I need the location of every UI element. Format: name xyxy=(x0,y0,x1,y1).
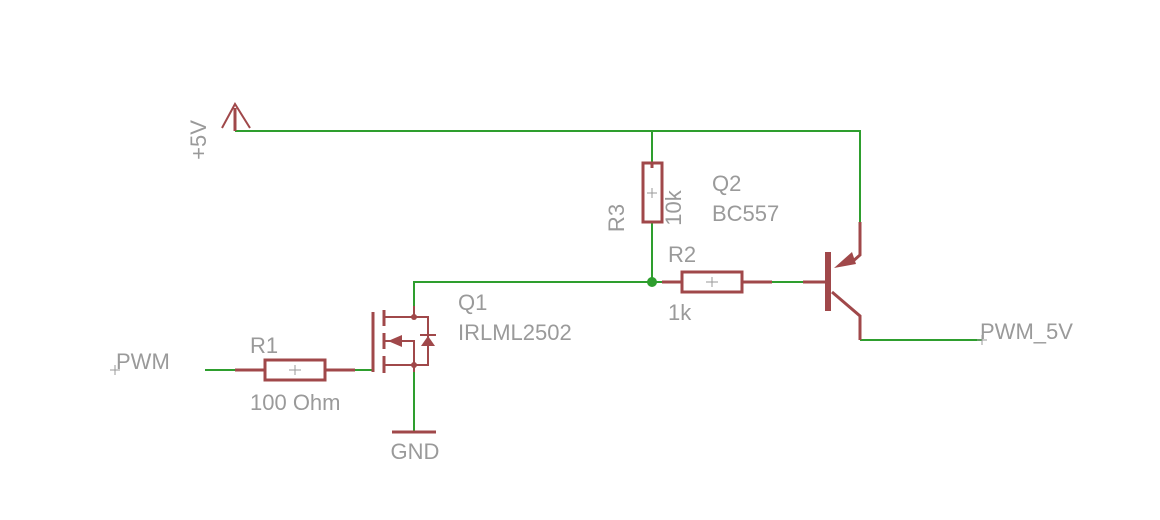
supply-label: +5V xyxy=(186,120,211,160)
wire-5v-rail xyxy=(235,130,861,222)
gnd-label: GND xyxy=(391,439,440,464)
wire-gate-node xyxy=(413,281,682,306)
wires xyxy=(205,130,982,432)
q2-value: BC557 xyxy=(712,201,779,226)
mosfet-q1: Q1 IRLML2502 xyxy=(371,290,572,373)
q1-value: IRLML2502 xyxy=(458,320,572,345)
r3-value: 10k xyxy=(661,189,686,225)
resistor-r1: R1 100 Ohm xyxy=(235,333,355,415)
transistor-q2: Q2 BC557 xyxy=(712,171,862,340)
supply-symbol: +5V xyxy=(186,102,251,160)
input-label-group: PWM xyxy=(110,349,170,375)
junction-dot xyxy=(647,277,657,287)
pwm-output-label: PWM_5V xyxy=(980,319,1073,344)
output-label-group: PWM_5V xyxy=(977,319,1073,345)
ground-symbol: GND xyxy=(391,430,440,464)
r2-name: R2 xyxy=(668,242,696,267)
q2-name: Q2 xyxy=(712,171,741,196)
q1-name: Q1 xyxy=(458,290,487,315)
r2-value: 1k xyxy=(668,300,692,325)
r3-name: R3 xyxy=(604,204,629,232)
r1-name: R1 xyxy=(250,333,278,358)
resistor-r2: R2 1k xyxy=(662,242,772,325)
r1-value: 100 Ohm xyxy=(250,390,341,415)
pwm-input-label: PWM xyxy=(116,349,170,374)
resistor-r3: R3 10k xyxy=(604,161,686,232)
